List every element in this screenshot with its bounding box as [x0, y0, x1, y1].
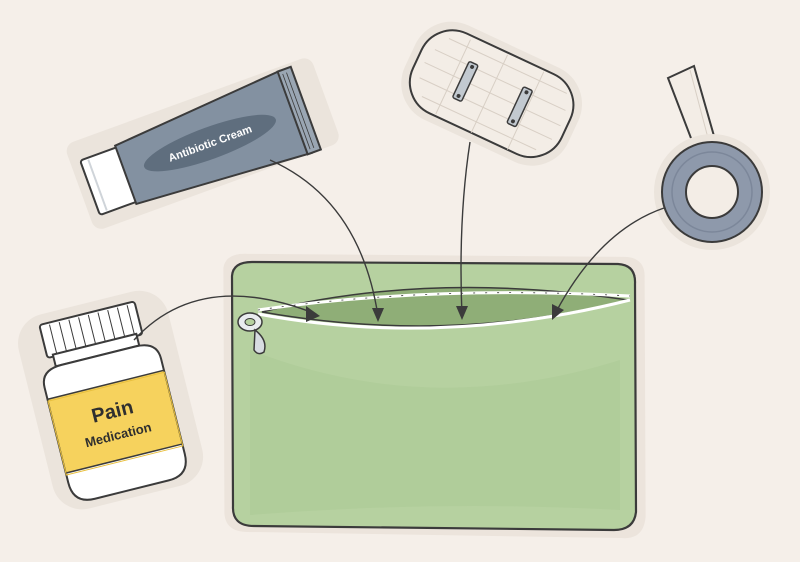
arrows	[133, 141, 665, 341]
antibiotic-cream-tube-icon: Antibiotic Cream	[66, 58, 339, 229]
zipper-pull-icon	[237, 312, 266, 355]
arrowhead-bottle	[306, 306, 320, 322]
arrow-cream-to-pouch	[269, 159, 379, 317]
gauze-bandage-icon	[401, 21, 583, 166]
arrow-bottle-to-pouch	[133, 295, 317, 341]
pain-medication-bottle-icon: Pain Medication	[18, 290, 204, 510]
arrow-tape-to-pouch	[555, 207, 665, 313]
arrowheads	[306, 304, 564, 322]
arrowhead-bandage	[456, 306, 468, 320]
arrowhead-cream	[372, 308, 384, 322]
arrowhead-tape	[552, 304, 564, 320]
medical-tape-roll-icon	[654, 64, 770, 250]
zipper-pouch-icon	[223, 253, 646, 539]
arrow-bandage-to-pouch	[460, 141, 471, 317]
